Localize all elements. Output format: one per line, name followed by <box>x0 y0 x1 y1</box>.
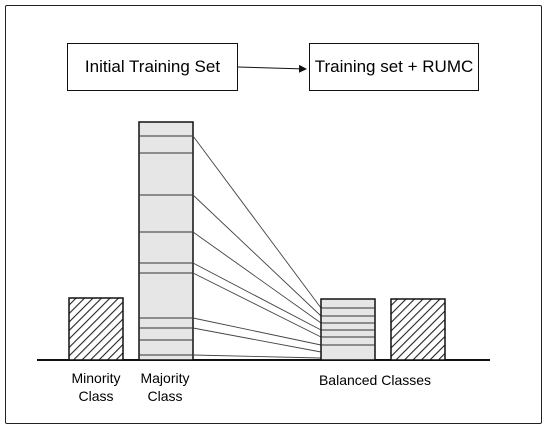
connector-line <box>192 135 322 309</box>
diagram-frame <box>5 5 542 424</box>
connector-line <box>192 354 322 359</box>
connector-line <box>192 317 322 346</box>
training-set-rumc-label: Training set + RUMC <box>314 57 474 76</box>
initial-training-set-label: Initial Training Set <box>84 57 221 76</box>
minority-label-line1: Minority <box>71 370 121 386</box>
flow-arrow <box>237 64 307 73</box>
minority-label-line2: Class <box>78 388 114 404</box>
training-set-rumc-box: Training set + RUMC <box>309 43 479 91</box>
initial-training-set-box: Initial Training Set <box>67 43 238 91</box>
balanced-class-dividers <box>321 307 375 346</box>
majority-label-line1: Majority <box>140 370 190 386</box>
balanced-classes-label: Balanced Classes <box>318 372 432 388</box>
connector-line <box>192 272 322 338</box>
undersampling-connector-lines <box>192 135 322 359</box>
majority-class-bar <box>138 121 194 361</box>
connector-line <box>192 262 322 331</box>
connector-line <box>192 231 322 324</box>
minority-class-label: Minority Class <box>56 369 136 405</box>
balanced-minority-bar <box>390 298 446 361</box>
connector-line <box>192 327 322 353</box>
minority-class-bar <box>68 297 124 361</box>
connector-line <box>192 194 322 317</box>
majority-label-line2: Class <box>147 388 183 404</box>
majority-class-dividers <box>139 135 193 356</box>
majority-class-label: Majority Class <box>125 369 205 405</box>
